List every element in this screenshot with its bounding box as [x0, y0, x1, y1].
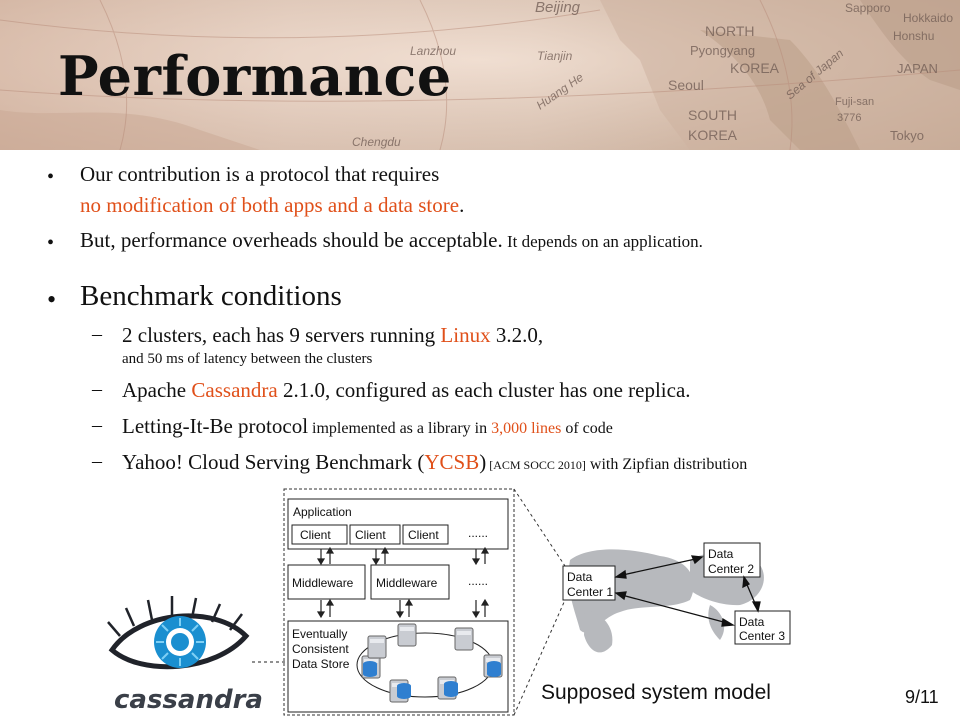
map-label-chengdu: Chengdu: [352, 135, 401, 149]
dc2-label-1: Data: [708, 547, 734, 561]
bullet-dot: •: [47, 285, 57, 314]
text: 3.2.0,: [490, 323, 544, 347]
zoom-line-bottom: [513, 599, 566, 716]
dc2-label-2: Center 2: [708, 562, 754, 576]
highlight-apps-and-store: of both apps and a data store: [213, 193, 460, 217]
map-label-beijing: Beijing: [535, 0, 581, 16]
bullet-dot: •: [47, 166, 55, 188]
store-label-2: Consistent: [292, 642, 349, 656]
middleware-ellipsis: ......: [468, 574, 488, 588]
server-icon: [367, 635, 387, 659]
middleware-store-arrows: [316, 598, 490, 619]
bullet-1-line-2: no modification of both apps and a data …: [80, 193, 464, 218]
database-icons: [363, 661, 501, 699]
client-box-2: [349, 524, 401, 545]
map-label-hokkaido: Hokkaido: [903, 11, 953, 25]
slide-title: Performance: [58, 44, 452, 108]
store-label-3: Data Store: [292, 657, 350, 671]
middleware-label-2: Middleware: [376, 576, 438, 590]
page-number: 9/11: [905, 687, 939, 707]
client-label-1: Client: [300, 528, 331, 542]
cassandra-logo-text: cassandra: [114, 685, 263, 715]
map-label-japan: JAPAN: [897, 61, 938, 76]
text: ): [479, 450, 487, 474]
sub-bullet-2: Apache Cassandra 2.1.0, configured as ea…: [122, 378, 691, 403]
text: 2.1.0, configured as each cluster has on…: [277, 378, 691, 402]
middleware-label-1: Middleware: [292, 576, 354, 590]
highlight-lines: 3,000 lines: [491, 420, 562, 437]
middleware-box-1: [287, 564, 366, 600]
text: of code: [561, 420, 613, 437]
map-label-korea-north: KOREA: [730, 60, 780, 76]
sub-bullet-1-line-2: and 50 ms of latency between the cluster…: [122, 351, 373, 367]
map-label-fujisan: Fuji-san: [835, 96, 874, 108]
map-label-north: NORTH: [705, 23, 755, 39]
text: Apache: [122, 378, 192, 402]
client-box-3: [402, 524, 449, 545]
bullet-list: • Our contribution is a protocol that re…: [47, 162, 747, 475]
citation: [ACM SOCC 2010]: [486, 458, 586, 472]
bullet-2: But, performance overheads should be acc…: [80, 228, 703, 253]
bullet-2-main: But, performance overheads should be acc…: [80, 228, 503, 252]
system-stack-box: [283, 488, 515, 716]
text: 2 clusters, each has 9 servers running: [122, 323, 441, 347]
bullet-2-note: It depends on an application.: [502, 232, 703, 251]
sub-bullet-dash: –: [92, 378, 102, 400]
highlight-cassandra: Cassandra: [191, 378, 278, 402]
map-label-fuji-elevation: 3776: [837, 112, 861, 124]
bullet-1-line-1: Our contribution is a protocol that requ…: [80, 162, 440, 186]
sub-bullet-3: Letting-It-Be protocol implemented as a …: [122, 414, 613, 439]
sub-bullet-dash: –: [92, 450, 102, 472]
text: implemented as a library in: [308, 420, 492, 437]
map-label-tianjin: Tianjin: [537, 49, 573, 63]
client-label-3: Client: [408, 528, 439, 542]
zoom-line-top: [513, 488, 566, 567]
dc3-label-1: Data: [739, 615, 765, 629]
text: with Zipfian distribution: [585, 456, 748, 473]
client-label-2: Client: [355, 528, 386, 542]
map-label-korea-south: KOREA: [688, 127, 738, 143]
figure-caption: Supposed system model: [541, 681, 771, 704]
middleware-box-2: [370, 564, 450, 600]
system-model-figure: cassandra Application Client Client Clie…: [107, 488, 791, 716]
application-label: Application: [293, 505, 352, 519]
data-center-1-box: [562, 565, 616, 601]
server-icon: [454, 627, 474, 651]
text: Yahoo! Cloud Serving Benchmark (: [122, 450, 425, 474]
map-label-honshu: Honshu: [893, 29, 934, 43]
title-banner: Beijing NORTH Pyongyang KOREA Seoul SOUT…: [0, 0, 960, 150]
dc3-label-2: Center 3: [739, 629, 785, 643]
data-center-3-box: [734, 610, 791, 645]
highlight-linux: Linux: [440, 323, 491, 347]
clients-ellipsis: ......: [468, 526, 488, 540]
client-box-1: [291, 524, 348, 545]
store-label-1: Eventually: [292, 627, 347, 641]
dc1-label-2: Center 1: [567, 585, 613, 599]
app-middleware-arrows: [316, 546, 490, 566]
sub-bullet-dash: –: [92, 323, 102, 345]
sub-bullet-dash: –: [92, 414, 102, 436]
map-label-pyongyang: Pyongyang: [690, 43, 755, 58]
map-label-south: SOUTH: [688, 107, 737, 123]
sub-bullet-1: 2 clusters, each has 9 servers running L…: [122, 323, 543, 348]
cassandra-logo: [107, 596, 250, 670]
highlight-no-modification: no modification: [80, 193, 214, 217]
data-center-links: [614, 555, 761, 627]
map-label-lanzhou: Lanzhou: [410, 44, 456, 58]
map-label-sapporo: Sapporo: [845, 1, 891, 15]
map-label-seoul: Seoul: [668, 77, 704, 93]
period: .: [459, 193, 465, 217]
sub-bullet-4: Yahoo! Cloud Serving Benchmark (YCSB) [A…: [122, 450, 747, 475]
highlight-ycsb: YCSB: [424, 450, 480, 474]
map-label-tokyo: Tokyo: [890, 128, 924, 143]
data-center-2-box: [703, 542, 761, 578]
map-background-image: Beijing NORTH Pyongyang KOREA Seoul SOUT…: [0, 0, 960, 150]
dc1-label-1: Data: [567, 570, 593, 584]
server-icon: [397, 623, 417, 647]
text: Letting-It-Be protocol: [122, 414, 309, 438]
bullet-3-heading: Benchmark conditions: [80, 280, 342, 312]
bullet-dot: •: [47, 232, 55, 254]
